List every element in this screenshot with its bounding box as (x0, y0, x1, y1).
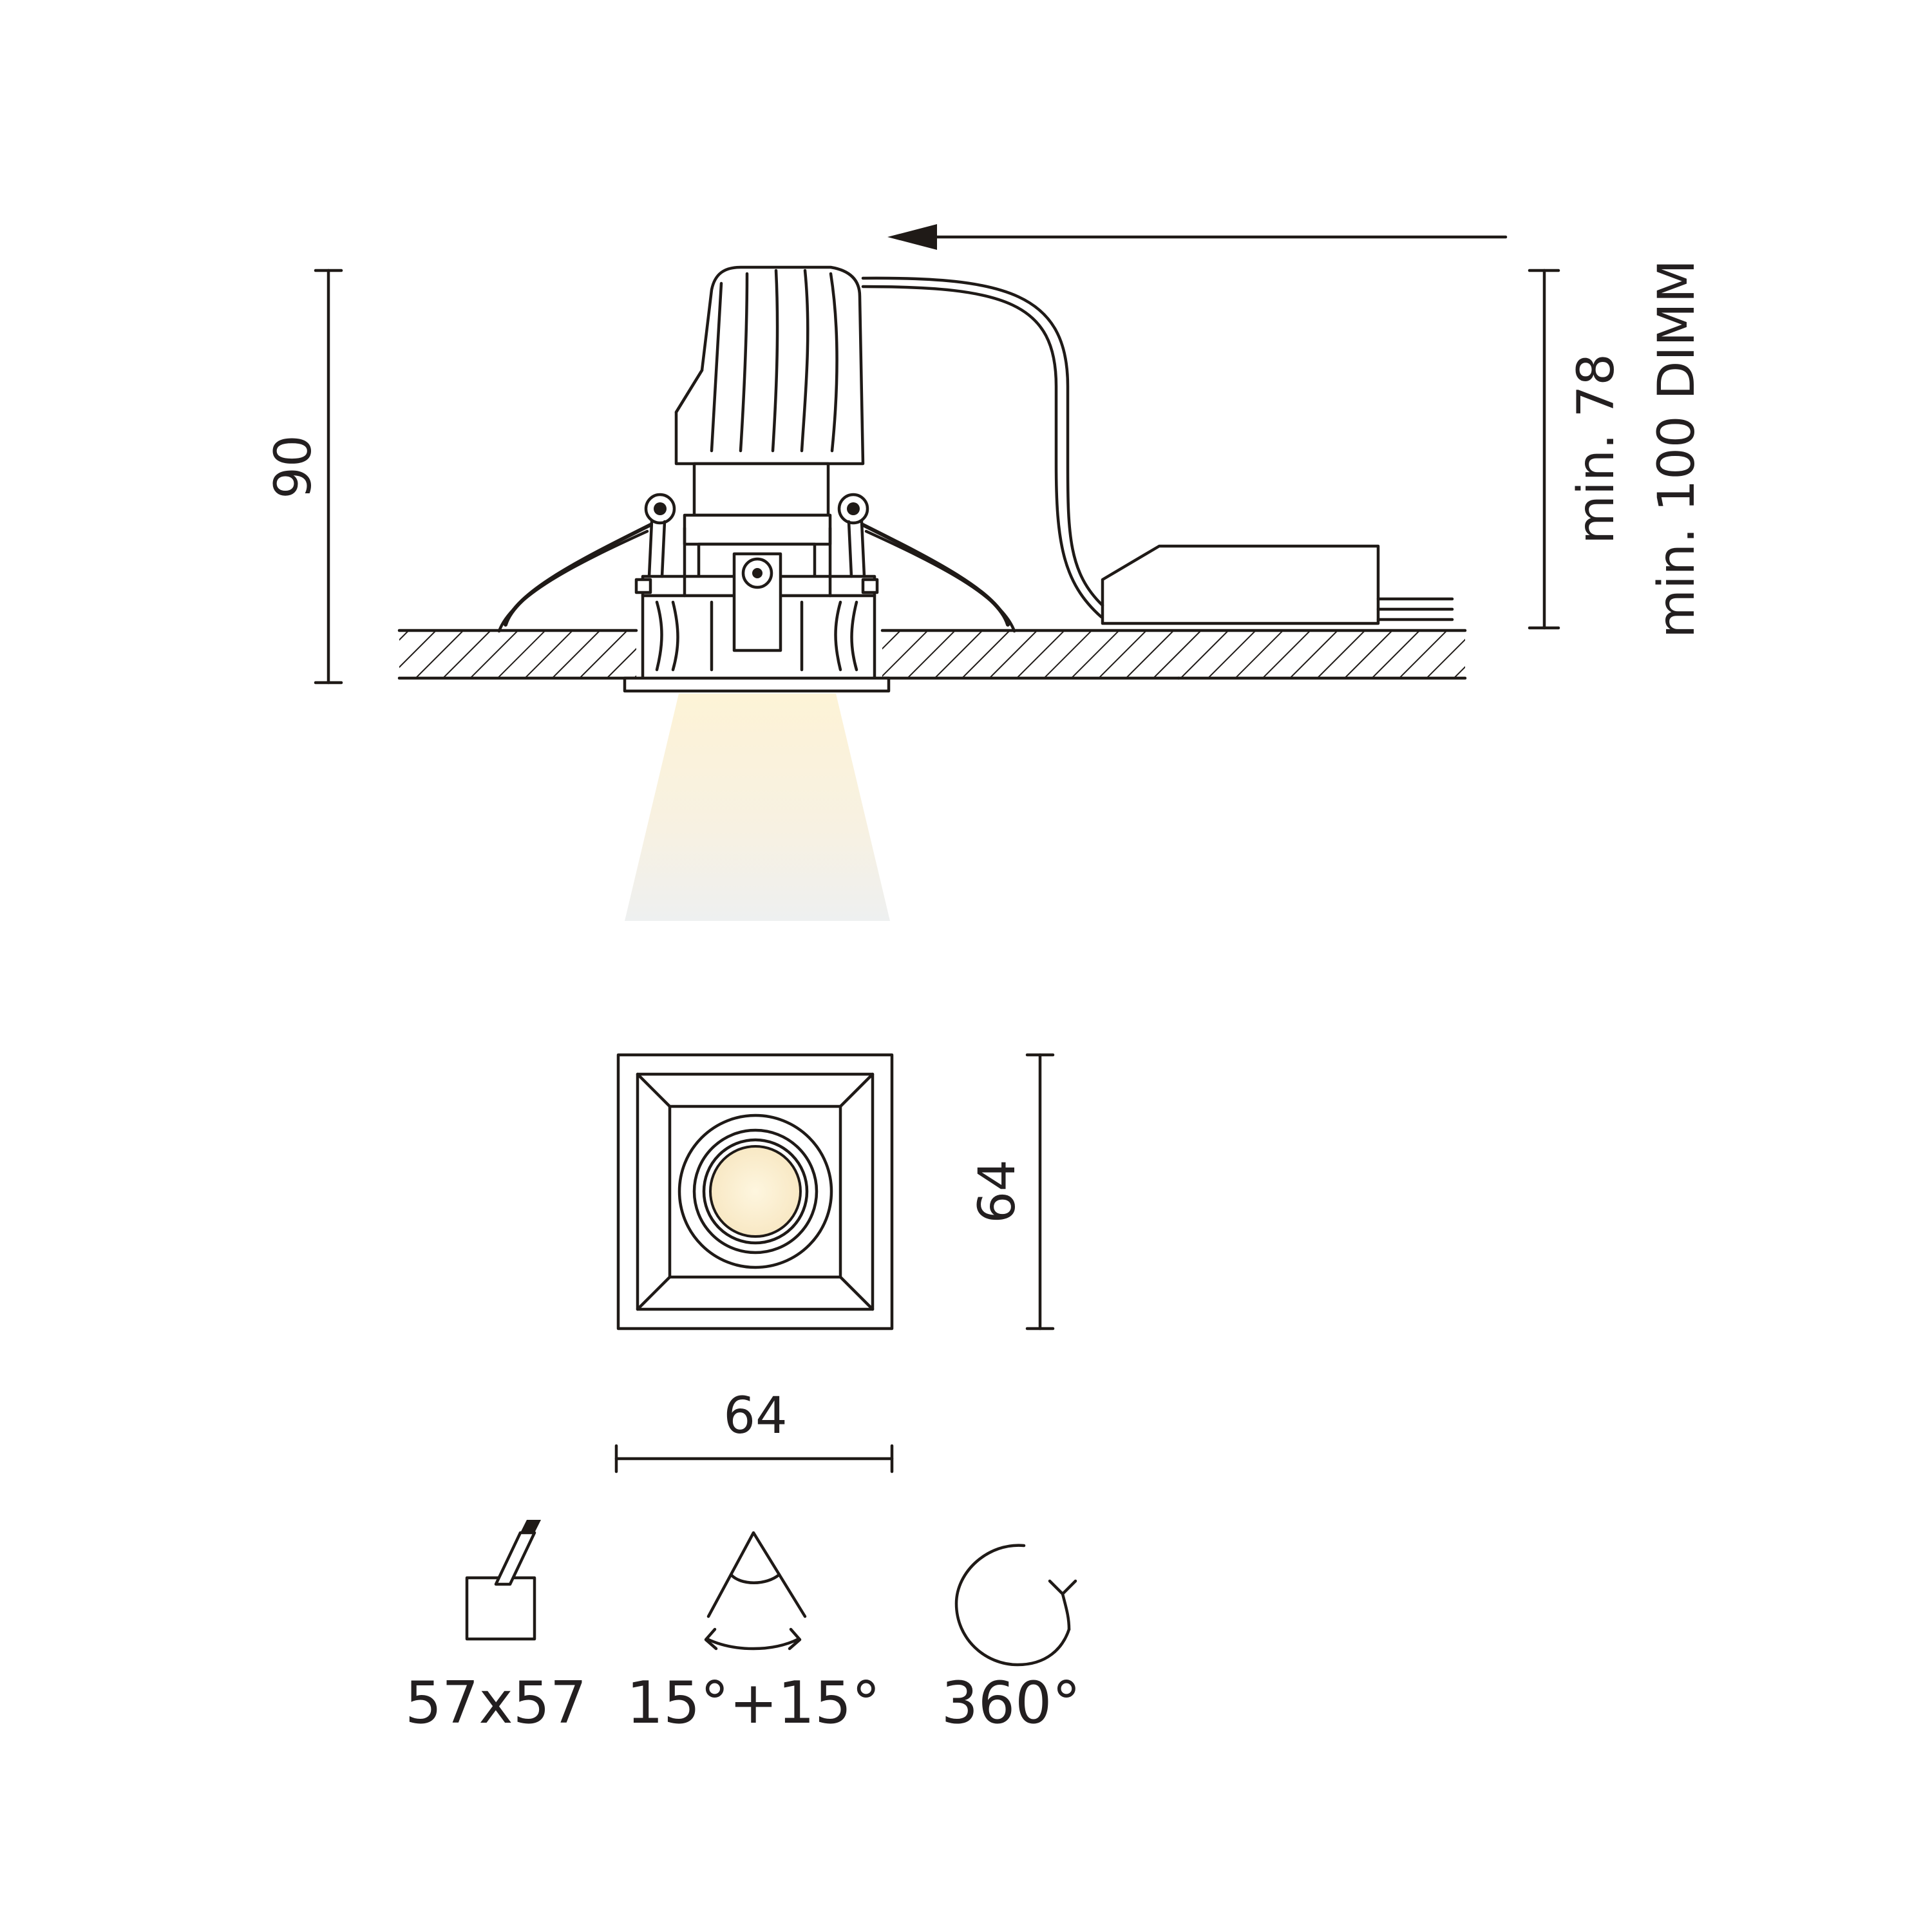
spring-clips (497, 523, 1016, 633)
dimension-min-depth: min. 78 min. 100 DIMM (1528, 260, 1706, 638)
spec-cutout: 57x57 (405, 1520, 587, 1737)
min-depth-label: min. 78 (1567, 354, 1625, 544)
dimension-front-width: 64 (614, 1387, 894, 1473)
insertion-arrow (887, 224, 1508, 250)
gimbal-frame (634, 493, 879, 681)
spec-tilt: 15°+15° (627, 1531, 880, 1737)
front-height-label: 64 (969, 1159, 1027, 1223)
driver-box (861, 276, 1454, 625)
heatsink (674, 265, 865, 517)
min-depth-dimm-label: min. 100 DIMM (1648, 260, 1706, 638)
rotation-icon (954, 1544, 1077, 1667)
spec-cutout-label: 57x57 (405, 1669, 587, 1737)
ceiling-section (397, 629, 1467, 680)
dimension-front-height: 64 (969, 1053, 1055, 1331)
tilt-angle-icon (704, 1531, 807, 1651)
front-view: 64 64 (614, 1053, 1055, 1473)
dimension-height: 90 (265, 269, 343, 685)
spec-rotation-label: 360° (942, 1669, 1081, 1737)
lens (709, 1145, 802, 1238)
trim-flange (623, 676, 891, 693)
side-view: 90 min. 78 min. 100 DIMM (265, 224, 1706, 921)
spec-rotation: 360° (942, 1544, 1081, 1737)
light-beam (625, 694, 890, 921)
dimension-height-label: 90 (265, 435, 323, 498)
front-width-label: 64 (723, 1387, 787, 1445)
cutout-icon (465, 1520, 541, 1641)
spec-tilt-label: 15°+15° (627, 1669, 880, 1737)
